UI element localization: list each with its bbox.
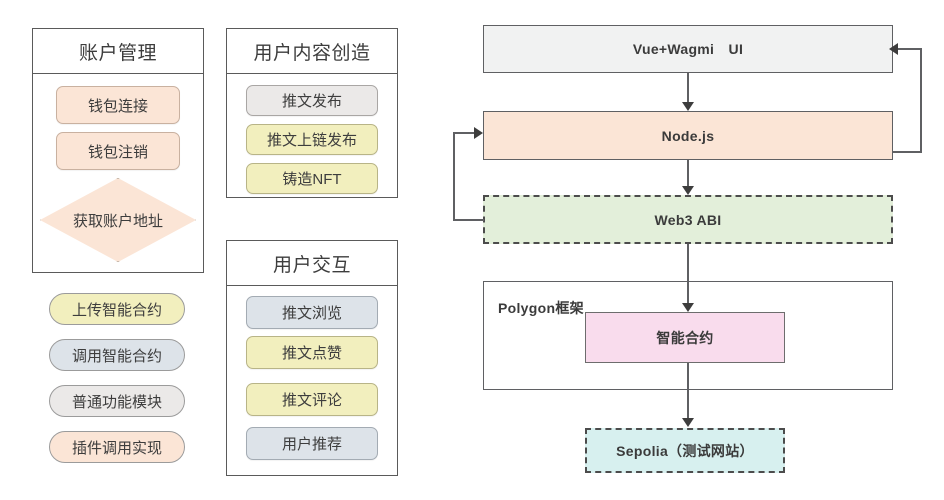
get-account-address-label: 获取账户地址 — [72, 212, 163, 230]
content-creation-title: 用户内容创造 — [227, 29, 397, 74]
connector-abi-feedback-h-bottom — [453, 219, 484, 221]
connector-abi-feedback-h-top — [453, 132, 475, 134]
legend-pill-call-contract[interactable]: 调用智能合约 — [49, 339, 185, 371]
flow-box-smart-contract[interactable]: 智能合约 — [585, 312, 785, 363]
tweet-browse-box[interactable]: 推文浏览 — [246, 296, 378, 329]
flow-box-backend[interactable]: Node.js — [483, 111, 893, 160]
legend-pill-common-module[interactable]: 普通功能模块 — [49, 385, 185, 417]
arrow-abi-to-contract — [682, 303, 694, 312]
legend-pill-plugin-call[interactable]: 插件调用实现 — [49, 431, 185, 463]
user-interaction-title: 用户交互 — [227, 241, 397, 286]
get-account-address-diamond[interactable]: 获取账户地址 — [40, 178, 196, 262]
connector-abi-to-contract — [687, 244, 689, 304]
connector-backend-feedback-h-top — [897, 48, 922, 50]
arrow-contract-to-sepolia — [682, 418, 694, 427]
connector-ui-to-backend — [687, 73, 689, 103]
arrow-abi-feedback-to-backend — [474, 127, 483, 139]
arrow-backend-to-abi — [682, 186, 694, 195]
tweet-comment-box[interactable]: 推文评论 — [246, 383, 378, 416]
mint-nft-box[interactable]: 铸造NFT — [246, 163, 378, 194]
flow-box-ui[interactable]: Vue+Wagmi UI — [483, 25, 893, 73]
connector-backend-to-abi — [687, 160, 689, 188]
legend-pill-upload-contract[interactable]: 上传智能合约 — [49, 293, 185, 325]
wallet-connect-box[interactable]: 钱包连接 — [56, 86, 180, 124]
flow-box-web3-abi[interactable]: Web3 ABI — [483, 195, 893, 244]
connector-contract-to-sepolia — [687, 363, 689, 420]
tweet-publish-box[interactable]: 推文发布 — [246, 85, 378, 116]
flow-box-sepolia-network[interactable]: Sepolia（测试网站） — [585, 428, 785, 473]
arrow-ui-to-backend — [682, 102, 694, 111]
tweet-like-box[interactable]: 推文点赞 — [246, 336, 378, 369]
account-management-title: 账户管理 — [33, 29, 203, 74]
connector-abi-feedback-v — [453, 133, 455, 221]
tweet-onchain-publish-box[interactable]: 推文上链发布 — [246, 124, 378, 155]
wallet-logout-box[interactable]: 钱包注销 — [56, 132, 180, 170]
connector-backend-feedback-v — [920, 49, 922, 153]
user-recommend-box[interactable]: 用户推荐 — [246, 427, 378, 460]
connector-backend-feedback-h-bottom — [893, 151, 922, 153]
arrow-backend-feedback-to-ui — [889, 43, 898, 55]
polygon-framework-label: Polygon框架 — [498, 300, 584, 316]
